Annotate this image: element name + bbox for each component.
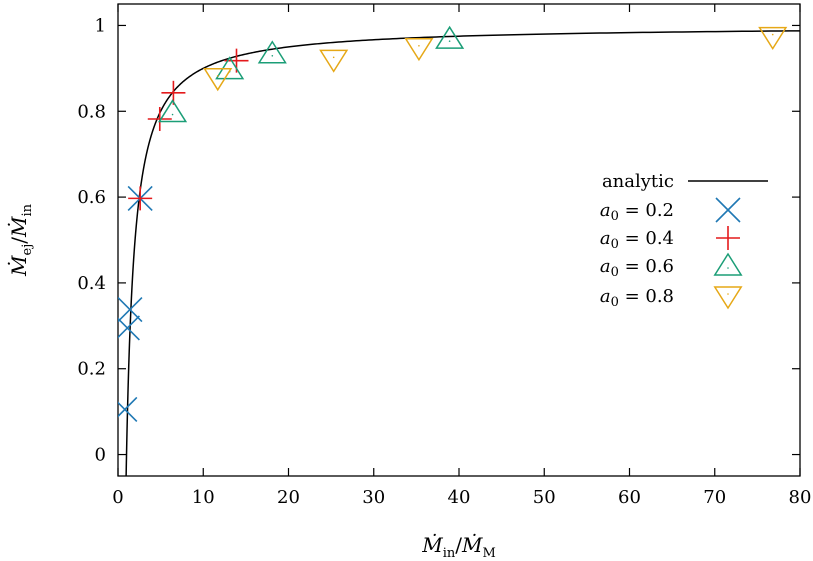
marker-shape — [713, 286, 743, 310]
marker-dot — [727, 293, 729, 295]
y-tick-label: 0.8 — [77, 101, 106, 122]
marker-dot — [171, 113, 174, 116]
data-point-triangle-up — [257, 40, 287, 64]
legend: analytic a0 = 0.2 a0 = 0.4 a0 = 0.6 a0 = 0.8 — [600, 171, 768, 310]
legend-label: a0 = 0.4 — [600, 228, 674, 252]
data-point-x — [118, 296, 143, 323]
marker-shape — [404, 38, 434, 62]
axis-titles: Ṁin/ṀM Ṁej/Ṁin — [7, 203, 496, 561]
y-tick-label: 1 — [95, 15, 106, 36]
marker-shape — [435, 25, 465, 49]
data-point-plus — [147, 106, 172, 131]
x-tick-label: 10 — [192, 487, 215, 508]
legend-label: analytic — [602, 171, 674, 192]
data-point-triangle-down — [404, 38, 434, 62]
data-point-triangle-up — [435, 25, 465, 49]
data-point-plus — [128, 186, 153, 211]
x-tick-label: 50 — [533, 487, 556, 508]
data-point-triangle-down — [319, 49, 349, 73]
x-tick-label: 0 — [112, 487, 123, 508]
marker-dot — [771, 33, 774, 36]
analytic-line — [125, 30, 800, 476]
y-tick-label: 0.4 — [77, 273, 106, 294]
marker-stroke — [715, 197, 741, 223]
legend-label: a0 = 0.2 — [600, 200, 674, 224]
data-point-triangle-down — [758, 26, 788, 51]
marker-shape — [713, 252, 743, 276]
analytic-curve — [125, 30, 800, 476]
data-point-triangle-down — [203, 68, 233, 92]
marker-dot — [727, 267, 729, 269]
marker-shape — [203, 68, 233, 92]
marker-stroke — [118, 315, 140, 339]
marker-dot — [271, 54, 274, 57]
y-tick-label: 0.2 — [77, 359, 106, 380]
legend-marker-triangle-down — [713, 286, 743, 310]
data-point-x — [118, 396, 138, 423]
marker-stroke — [118, 296, 143, 323]
x-tick-label: 80 — [789, 487, 812, 508]
marker-dot — [332, 56, 335, 59]
marker-shape — [319, 49, 349, 73]
data-point-triangle-up — [158, 99, 188, 123]
y-tick-label: 0 — [95, 445, 106, 466]
y-tick-label: 0.6 — [77, 187, 106, 208]
marker-shape — [257, 40, 287, 64]
marker-shape — [758, 26, 788, 51]
legend-marker-x — [715, 197, 741, 223]
marker-stroke — [118, 396, 138, 418]
legend-label: a0 = 0.6 — [600, 256, 674, 280]
x-tick-label: 30 — [362, 487, 385, 508]
marker-dot — [418, 44, 420, 47]
marker-dot — [216, 75, 219, 77]
x-tick-label: 40 — [448, 487, 471, 508]
legend-marker-triangle-up — [713, 252, 743, 276]
x-axis-title: Ṁin/ṀM — [421, 533, 496, 561]
x-tick-label: 70 — [703, 487, 726, 508]
x-tick-label: 20 — [277, 487, 300, 508]
x-tick-label: 60 — [618, 487, 641, 508]
marker-shape — [158, 99, 188, 123]
marker-dot — [448, 40, 451, 42]
y-axis-title: Ṁej/Ṁin — [7, 203, 35, 277]
legend-label: a0 = 0.8 — [600, 286, 674, 310]
data-markers — [118, 25, 788, 423]
axes: 0 10 20 30 40 50 60 70 80 0 0.2 0.4 0.6 0.8 1 — [77, 3, 812, 508]
legend-marker-plus — [716, 226, 740, 250]
plot-frame — [117, 3, 801, 477]
